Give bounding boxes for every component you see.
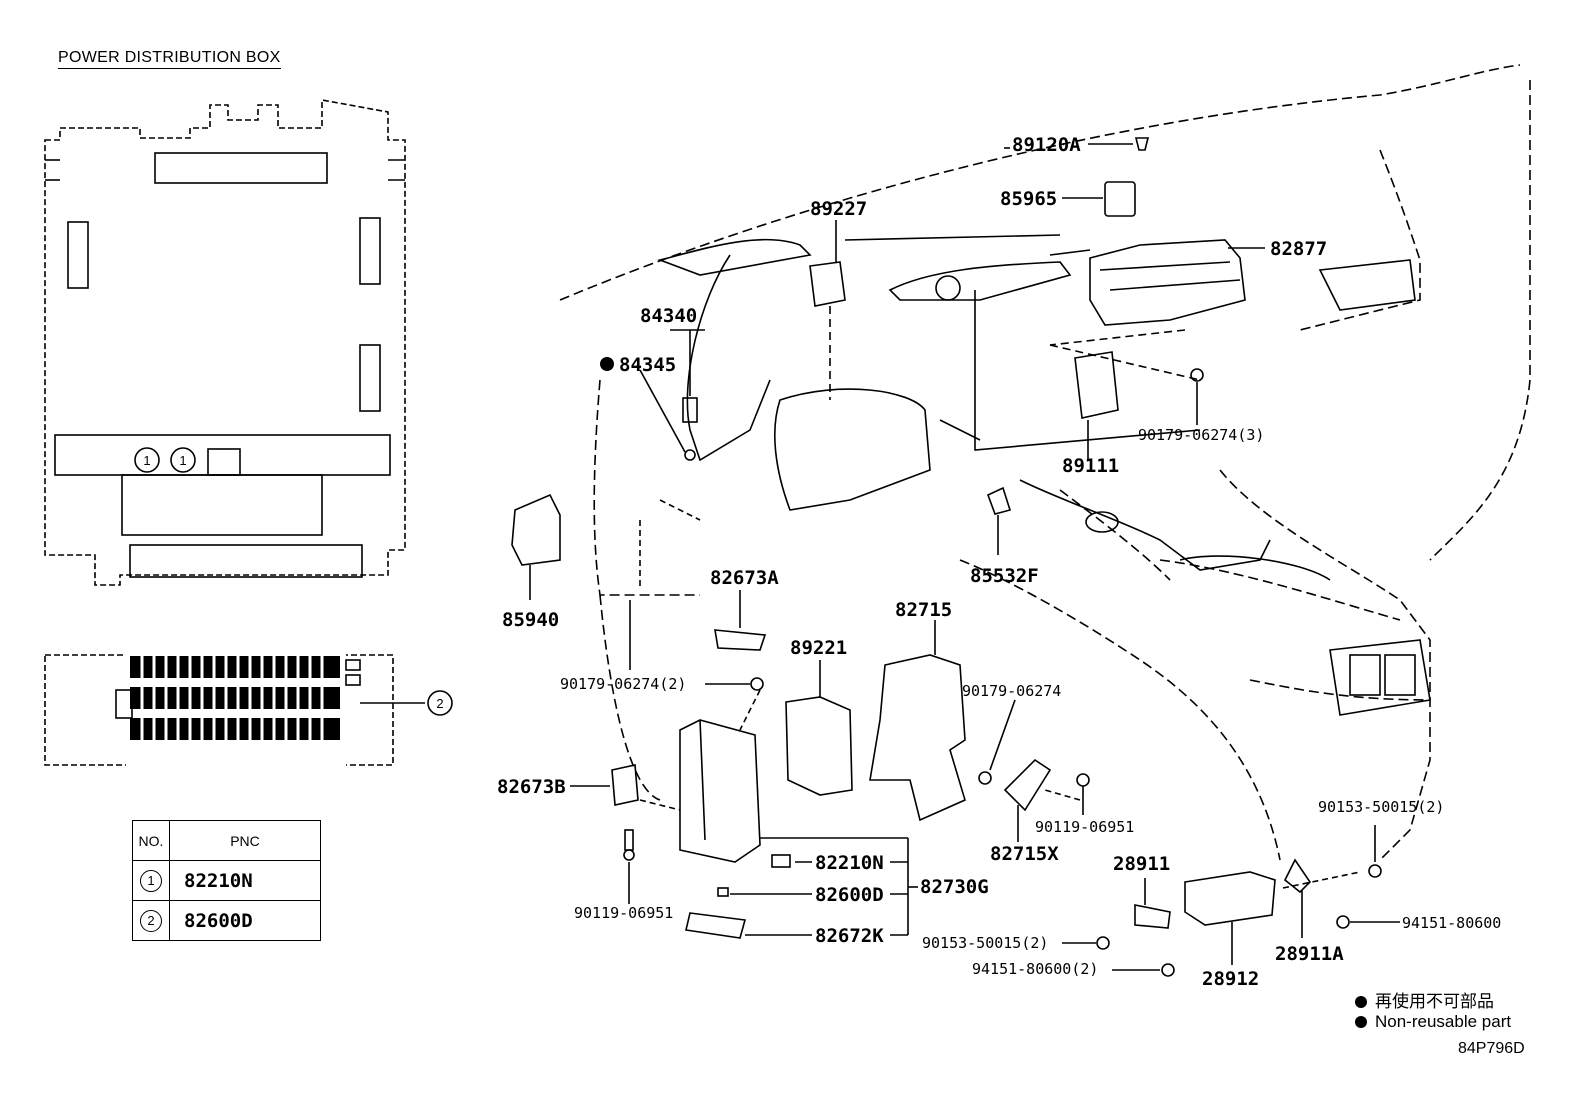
power-distribution-box-details xyxy=(45,152,405,578)
label-85940: 85940 xyxy=(502,609,559,631)
part-89111-module xyxy=(1074,351,1119,460)
part-90153-nut-a xyxy=(1096,936,1110,950)
callout-2 xyxy=(427,690,453,716)
pnc-table-header-no: NO. xyxy=(132,820,170,861)
label-82600D: 82600D xyxy=(815,884,884,906)
part-82600D-relay xyxy=(717,887,812,897)
label-85532F: 85532F xyxy=(970,565,1039,587)
label-82877: 82877 xyxy=(1270,238,1327,260)
part-82715-bracket xyxy=(869,620,966,822)
label-28912: 28912 xyxy=(1202,968,1259,990)
page-title: POWER DISTRIBUTION BOX xyxy=(58,49,281,69)
part-28911-bracket xyxy=(1134,878,1171,929)
label-90153-50015-2-a: 90153-50015(2) xyxy=(1318,798,1444,816)
pnc-row-1-code: 82210N xyxy=(169,860,321,901)
part-85965-switch xyxy=(1062,181,1136,217)
part-82672K-cover xyxy=(685,912,812,939)
part-82673A-cover xyxy=(714,590,767,651)
label-82715: 82715 xyxy=(895,599,952,621)
non-reusable-dot-icon xyxy=(1355,996,1367,1008)
part-90179-nut-2 xyxy=(705,677,764,691)
label-82715X: 82715X xyxy=(990,843,1059,865)
label-90179-06274-3: 90179-06274(3) xyxy=(1138,426,1264,444)
part-90119-bolt xyxy=(1076,773,1090,815)
label-82673A: 82673A xyxy=(710,567,779,589)
power-distribution-box-side xyxy=(44,652,425,767)
part-85940-module xyxy=(511,493,561,600)
label-90179-06274: 90179-06274 xyxy=(962,682,1061,700)
label-90119-06951-b: 90119-06951 xyxy=(574,904,673,922)
label-82730G: 82730G xyxy=(920,876,989,898)
legend-jp: 再使用不可部品 xyxy=(1355,987,1494,1012)
power-distribution-box-top xyxy=(44,99,406,586)
callout-1a-text: 1 xyxy=(143,453,150,468)
label-28911A: 28911A xyxy=(1275,943,1344,965)
pnc-table-row: 1 82210N xyxy=(132,860,321,901)
part-94151-nut-b xyxy=(1336,915,1400,929)
pnc-table: NO. PNC 1 82210N 2 82600D xyxy=(132,820,321,941)
label-89221: 89221 xyxy=(790,637,847,659)
dashboard-solid xyxy=(657,238,1431,716)
non-reusable-dot-icon xyxy=(1355,1016,1367,1028)
part-28911A-bracket xyxy=(1283,858,1312,938)
label-89111: 89111 xyxy=(1062,455,1119,477)
label-84340: 84340 xyxy=(640,305,697,327)
label-90119-06951-a: 90119-06951 xyxy=(1035,818,1134,836)
part-84340-switch xyxy=(639,329,705,461)
leader-lines xyxy=(629,147,1361,971)
dashboard-outline xyxy=(559,64,1531,861)
part-82877-bracket xyxy=(1089,239,1265,326)
non-reusable-marker-84345 xyxy=(600,357,614,371)
part-90179-nut-3 xyxy=(1190,368,1204,425)
pnc-row-2-number: 2 xyxy=(140,909,162,932)
part-89221-ecu xyxy=(785,660,853,796)
label-28911: 28911 xyxy=(1113,853,1170,875)
label-90179-06274-2: 90179-06274(2) xyxy=(560,675,686,693)
label-90153-50015-2-b: 90153-50015(2) xyxy=(922,934,1048,952)
pnc-row-1-number: 1 xyxy=(140,869,162,892)
callout-1a xyxy=(134,447,160,473)
label-94151-80600-2: 94151-80600(2) xyxy=(972,960,1098,978)
label-82673B: 82673B xyxy=(497,776,566,798)
part-28912-module xyxy=(1184,871,1276,965)
label-84345: 84345 xyxy=(619,354,676,376)
part-89227-sensor xyxy=(809,220,846,400)
label-89120A: 89120A xyxy=(1012,134,1081,156)
label-94151-80600: 94151-80600 xyxy=(1402,914,1501,932)
part-90153-nut-b xyxy=(1368,825,1382,878)
legend-en-text: Non-reusable part xyxy=(1375,1012,1512,1031)
part-94151-nut-a xyxy=(1161,963,1175,977)
label-82210N: 82210N xyxy=(815,852,884,874)
part-82210N-fuse xyxy=(771,854,812,868)
label-82672K: 82672K xyxy=(815,925,884,947)
callout-2-text: 2 xyxy=(436,696,443,711)
part-90119-bolt-b xyxy=(623,829,635,904)
callout-1b-text: 1 xyxy=(179,453,186,468)
diagram-reference-code: 84P796D xyxy=(1458,1040,1525,1057)
pnc-table-header-pnc: PNC xyxy=(169,820,321,861)
part-82715X-bracket xyxy=(1003,758,1052,842)
label-85965: 85965 xyxy=(1000,188,1057,210)
callout-1b xyxy=(170,447,196,473)
part-82673B-cover xyxy=(570,764,639,806)
part-85532F-sensor xyxy=(986,486,1012,555)
legend-jp-text: 再使用不可部品 xyxy=(1375,992,1494,1011)
part-89120A-clip xyxy=(1088,137,1150,151)
pnc-table-row: 2 82600D xyxy=(132,900,321,941)
label-89227: 89227 xyxy=(810,198,867,220)
part-90179-nut xyxy=(978,699,1016,785)
legend-en: Non-reusable part xyxy=(1355,1012,1511,1032)
pnc-row-2-code: 82600D xyxy=(169,900,321,941)
